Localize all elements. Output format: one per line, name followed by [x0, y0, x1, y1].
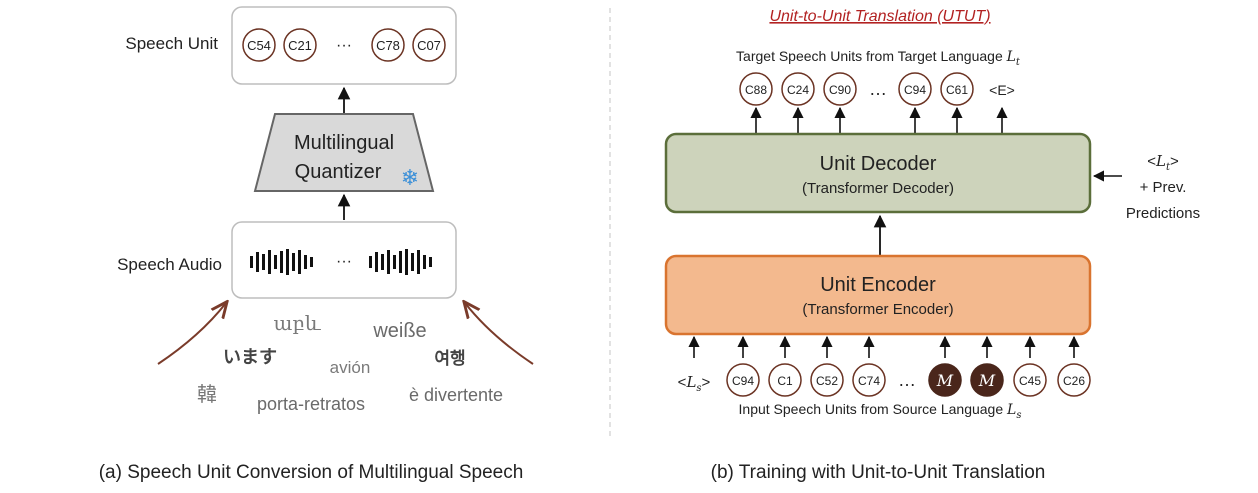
utut-title: Unit-to-Unit Translation (UTUT) [769, 8, 990, 25]
curved-arrow-right [465, 303, 534, 365]
svg-text:C07: C07 [417, 38, 441, 53]
svg-text:C26: C26 [1063, 374, 1085, 388]
waveform-bar [256, 252, 259, 272]
speech-unit-circle: C21 [283, 28, 317, 62]
decoder-output-arrows [750, 106, 1008, 133]
waveform-bar [369, 256, 372, 268]
speech-unit-box [231, 6, 457, 85]
waveform-bar [250, 256, 253, 268]
waveform-bar [298, 250, 301, 274]
svg-text:C94: C94 [732, 374, 754, 388]
target-unit-circle: C61 [940, 72, 974, 106]
svg-text:C78: C78 [376, 38, 400, 53]
speech-unit-circle: C54 [242, 28, 276, 62]
svg-text:M: M [978, 371, 996, 390]
target-units-label: Target Speech Units from Target Language… [736, 48, 1021, 68]
word-spanish: avión [330, 358, 371, 377]
waveform-bar [304, 255, 307, 269]
svg-text:C88: C88 [745, 83, 767, 97]
encoder-input-arrows [688, 335, 1080, 358]
word-korean: 여행 [434, 349, 465, 369]
svg-text:C52: C52 [816, 374, 838, 388]
svg-text:C90: C90 [829, 83, 851, 97]
word-armenian: աբև [273, 311, 321, 335]
quantizer-line1: Multilingual [294, 132, 394, 154]
input-unit-circle: C74 [852, 363, 886, 397]
target-unit-circle: C88 [739, 72, 773, 106]
caption-left: (a) Speech Unit Conversion of Multilingu… [99, 462, 524, 483]
input-unit-circle: C1 [768, 363, 802, 397]
waveform-bar [280, 251, 283, 273]
waveform-bar [286, 249, 289, 275]
speech-unit-label: Speech Unit [125, 34, 218, 53]
input-unit-circle: C45 [1013, 363, 1047, 397]
decoder-title: Unit Decoder [820, 153, 937, 175]
encoder-title: Unit Encoder [820, 274, 936, 296]
ellipsis: … [898, 370, 916, 390]
svg-text:C24: C24 [787, 83, 809, 97]
waveform-icon [250, 249, 313, 275]
svg-text:C94: C94 [904, 83, 926, 97]
quantizer-trapezoid [253, 113, 435, 192]
unit-decoder-box [664, 132, 1092, 214]
encoder-subtitle: (Transformer Encoder) [802, 301, 953, 318]
end-token: <E> [989, 82, 1015, 98]
waveform-bar [381, 254, 384, 270]
caption-right: (b) Training with Unit-to-Unit Translati… [711, 462, 1046, 483]
snowflake-icon: ❄ [401, 166, 419, 191]
target-unit-circle: C94 [898, 72, 932, 106]
svg-text:M: M [936, 371, 954, 390]
speech-audio-box [231, 221, 457, 299]
decoder-subtitle: (Transformer Decoder) [802, 180, 954, 197]
waveform-bar [417, 250, 420, 274]
curved-arrow-left [157, 303, 226, 365]
waveform-bar [405, 249, 408, 275]
svg-text:C61: C61 [946, 83, 968, 97]
quantizer-line2: Quantizer [295, 161, 382, 183]
word-italian: è divertente [409, 385, 503, 405]
input-unit-circle: C52 [810, 363, 844, 397]
speech-audio-label: Speech Audio [117, 255, 222, 274]
word-chinese: 韓 [197, 382, 217, 406]
speech-unit-circle: C07 [412, 28, 446, 62]
masked-unit-circle: M [970, 363, 1004, 397]
waveform-bar [429, 257, 432, 267]
waveform-bar [375, 252, 378, 272]
waveform-bar [262, 254, 265, 270]
ellipsis: ··· [336, 37, 352, 54]
input-units-label: Input Speech Units from Source Language … [739, 401, 1022, 421]
waveform-bar [423, 255, 426, 269]
waveform-bar [268, 250, 271, 274]
word-portuguese: porta-retratos [257, 394, 365, 414]
target-unit-circle: C24 [781, 72, 815, 106]
unit-encoder-box [664, 254, 1092, 336]
side-predictions-label: Predictions [1126, 205, 1200, 222]
svg-text:C74: C74 [858, 374, 880, 388]
waveform-bar [387, 250, 390, 274]
word-japanese: います [223, 347, 277, 368]
side-lt-token: <Lt> [1147, 152, 1179, 173]
svg-text:C54: C54 [247, 38, 271, 53]
waveform-icon [369, 249, 432, 275]
svg-text:C21: C21 [288, 38, 312, 53]
waveform-bar [292, 253, 295, 271]
word-german: weiße [372, 320, 426, 342]
input-unit-circle: C26 [1057, 363, 1091, 397]
waveform-bar [310, 257, 313, 267]
input-unit-circle: C94 [726, 363, 760, 397]
source-lang-token: <Ls> [678, 373, 711, 394]
ellipsis: … [869, 79, 887, 99]
svg-text:C1: C1 [777, 374, 793, 388]
waveform-bar [393, 255, 396, 269]
ellipsis: ··· [336, 253, 352, 270]
waveform-bar [274, 255, 277, 269]
speech-unit-circle: C78 [371, 28, 405, 62]
target-unit-circle: C90 [823, 72, 857, 106]
svg-text:C45: C45 [1019, 374, 1041, 388]
side-prev-label: + Prev. [1140, 179, 1187, 196]
waveform-bar [411, 253, 414, 271]
waveform-bar [399, 251, 402, 273]
masked-unit-circle: M [928, 363, 962, 397]
